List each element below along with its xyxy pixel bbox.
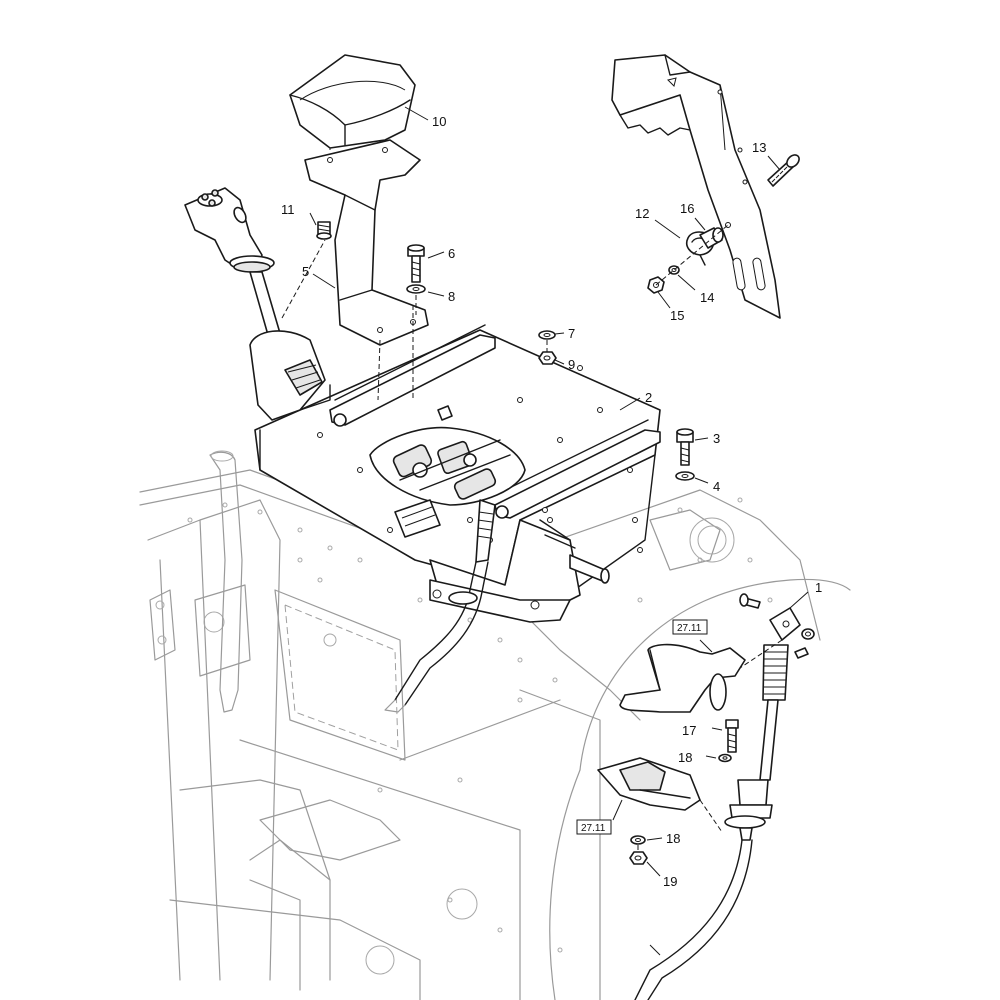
callout-18-upper: 18: [678, 750, 692, 765]
washer-18-upper: [718, 753, 732, 763]
nut-19: [629, 851, 648, 865]
reference-box-lower: 27.11: [576, 819, 612, 835]
armrest-pad: [289, 54, 416, 149]
callout-10: 10: [432, 114, 446, 129]
callout-17: 17: [682, 723, 696, 738]
armrest-bracket: [304, 130, 429, 401]
bushing-16: [699, 227, 724, 249]
callout-6: 6: [448, 246, 455, 261]
chassis-frame-ghost: [139, 469, 851, 1000]
screw-11: [316, 221, 332, 240]
callout-11: 11: [281, 202, 295, 217]
pedal-bracket-lower: [597, 757, 701, 811]
center-cable: [384, 499, 496, 713]
callout-16: 16: [680, 201, 694, 216]
callout-labels: 1 2 3 4 5 6 7 8 9 10 11 12 13 14 15 16 1…: [281, 114, 822, 889]
callout-7: 7: [568, 326, 575, 341]
bolt-17: [725, 719, 739, 753]
nut-9: [538, 351, 557, 365]
callout-5: 5: [302, 264, 309, 279]
reference-label-lower: 27.11: [581, 823, 606, 834]
bolt-3: [676, 428, 694, 466]
callout-14: 14: [700, 290, 714, 305]
washer-4: [675, 471, 695, 481]
curved-tube-ghost: [209, 450, 243, 713]
callout-4: 4: [713, 479, 720, 494]
callout-1: 1: [815, 580, 822, 595]
callout-3: 3: [713, 431, 720, 446]
washer-18-lower: [630, 835, 646, 845]
suspension-mechanism: [392, 439, 511, 500]
washer-7: [538, 330, 556, 340]
washer-14: [668, 265, 680, 275]
callout-8: 8: [448, 289, 455, 304]
pedal-bracket-upper: [619, 643, 746, 713]
control-lever-assembly: [184, 187, 331, 421]
callout-18-lower: 18: [666, 831, 680, 846]
seat-base-assembly: [254, 324, 661, 623]
callout-9: 9: [568, 357, 575, 372]
callout-12: 12: [635, 206, 649, 221]
callout-19: 19: [663, 874, 677, 889]
screw-13: [767, 154, 800, 187]
reference-label-upper: 27.11: [677, 623, 702, 634]
leader-lines: [309, 106, 809, 877]
washer-8: [406, 284, 426, 294]
reference-box-upper: 27.11: [672, 619, 708, 635]
callout-13: 13: [752, 140, 766, 155]
callout-2: 2: [645, 390, 652, 405]
cable-end-1: [634, 593, 815, 1000]
bolt-6: [407, 244, 425, 283]
right-mount-bracket: [611, 54, 781, 319]
callout-15: 15: [670, 308, 684, 323]
